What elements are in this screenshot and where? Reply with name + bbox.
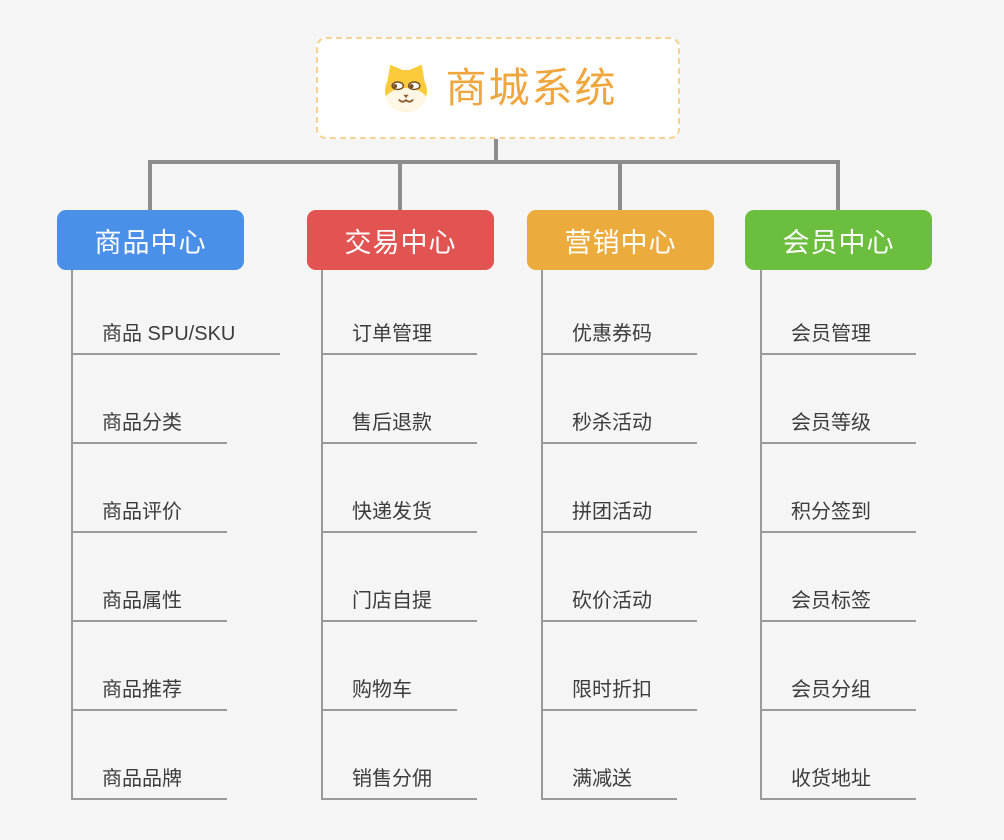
child-node[interactable]: 会员标签: [760, 588, 916, 622]
branch-node-goods-center[interactable]: 商品中心: [57, 210, 244, 270]
child-node[interactable]: 会员等级: [760, 410, 916, 444]
child-node[interactable]: 会员分组: [760, 677, 916, 711]
child-node[interactable]: 商品属性: [71, 588, 227, 622]
spine-branch-4: [760, 270, 762, 800]
child-node[interactable]: 商品分类: [71, 410, 227, 444]
child-node[interactable]: 订单管理: [321, 321, 477, 355]
dog-face-icon: [384, 64, 427, 112]
child-node[interactable]: 积分签到: [760, 499, 916, 533]
child-node[interactable]: 商品推荐: [71, 677, 227, 711]
child-node[interactable]: 优惠券码: [541, 321, 697, 355]
spine-branch-1: [71, 270, 73, 800]
child-node[interactable]: 售后退款: [321, 410, 477, 444]
connector-horizontal-bar: [148, 160, 840, 164]
child-node[interactable]: 商品 SPU/SKU: [71, 321, 281, 355]
child-node[interactable]: 会员管理: [760, 321, 916, 355]
connector-drop-branch-1: [148, 160, 152, 212]
child-node[interactable]: 销售分佣: [321, 766, 477, 800]
branch-node-member-center[interactable]: 会员中心: [745, 210, 932, 270]
spine-branch-3: [541, 270, 543, 800]
child-node[interactable]: 商品评价: [71, 499, 227, 533]
child-node[interactable]: 商品品牌: [71, 766, 227, 800]
connector-root-stub: [494, 138, 498, 163]
child-node[interactable]: 拼团活动: [541, 499, 697, 533]
child-node[interactable]: 秒杀活动: [541, 410, 697, 444]
child-node[interactable]: 快递发货: [321, 499, 477, 533]
spine-branch-2: [321, 270, 323, 800]
child-node[interactable]: 门店自提: [321, 588, 477, 622]
root-node[interactable]: 商城系统: [316, 37, 680, 139]
connector-drop-branch-4: [836, 160, 840, 212]
child-node[interactable]: 满减送: [541, 766, 677, 800]
connector-drop-branch-2: [398, 160, 402, 212]
child-node[interactable]: 砍价活动: [541, 588, 697, 622]
root-title: 商城系统: [445, 64, 618, 111]
child-node[interactable]: 收货地址: [760, 766, 916, 800]
connector-drop-branch-3: [618, 160, 622, 212]
child-node[interactable]: 限时折扣: [541, 677, 697, 711]
child-node[interactable]: 购物车: [321, 677, 457, 711]
branch-node-marketing-center[interactable]: 营销中心: [527, 210, 714, 270]
branch-node-trade-center[interactable]: 交易中心: [307, 210, 494, 270]
